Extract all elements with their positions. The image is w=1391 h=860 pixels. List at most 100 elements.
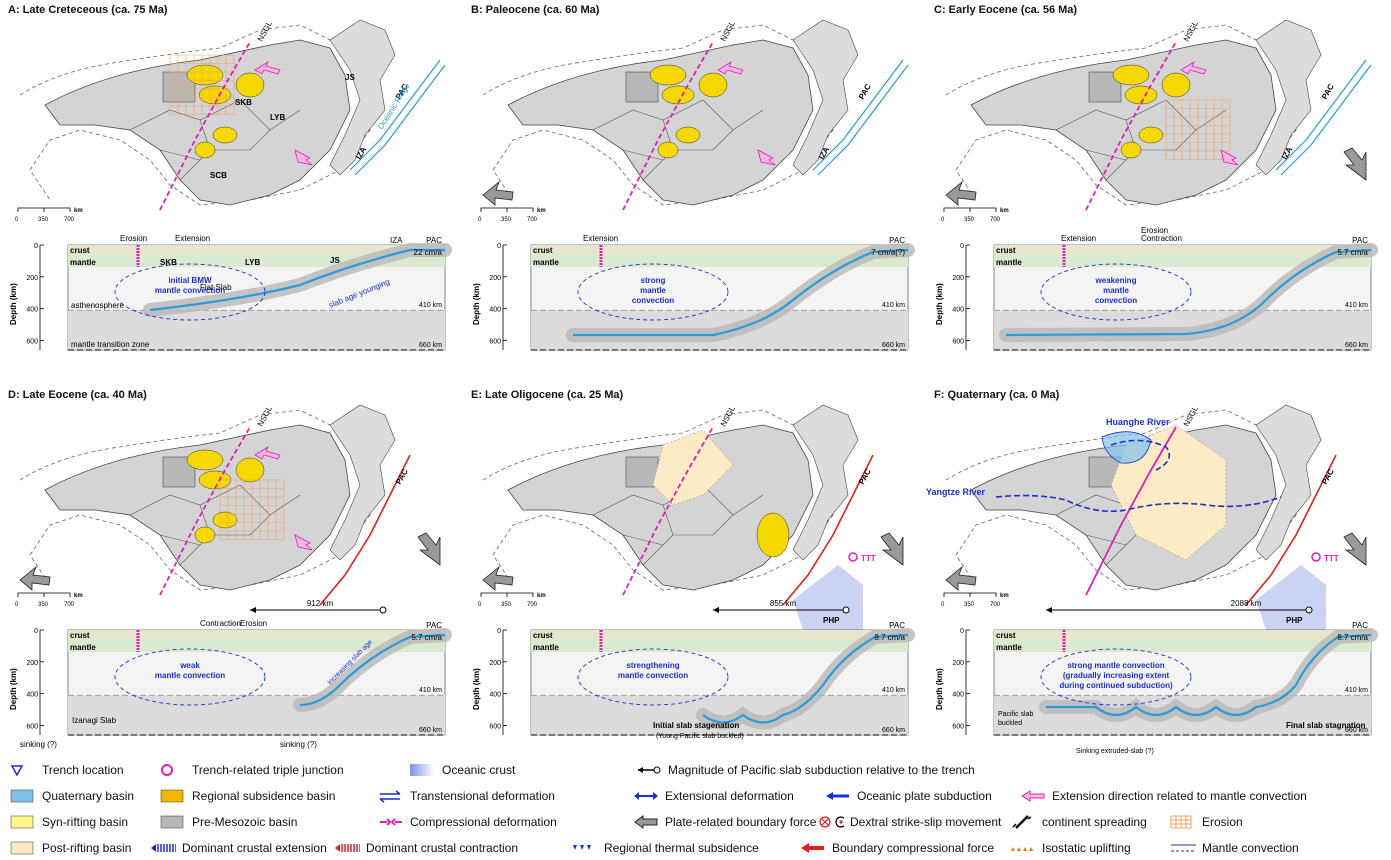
mantle-convection [114,263,266,321]
mantle-label: mantle [70,258,96,267]
post-rifting-basin [652,429,734,506]
regional-subsidence-basin [235,457,265,483]
regional-subsidence-basin [1124,85,1158,105]
depth-tick-label: 200 [26,660,38,667]
legend-compdef: Compressional deformation [378,814,557,830]
pre-mesozoic-basin [625,456,659,488]
js-label: JS [345,73,355,82]
legend-plateforce: Plate-related boundary force [633,814,816,830]
regional-subsidence-basin [212,126,238,144]
pac-section-label: PAC [426,621,442,630]
top-label: Erosion [120,234,147,243]
legend-plateforce-label: Plate-related boundary force [665,815,817,829]
regional-subsidence-basin [675,126,701,144]
scale-tick: 700 [64,217,75,223]
legend-triple-label: Trench-related triple junction [192,763,344,777]
regional-subsidence-basin [698,72,728,98]
slab-top [702,633,909,724]
legend-domext: Dominant crustal extension [150,840,327,856]
legend-premeso: Pre-Mesozoic basin [160,814,297,830]
regional-subsidence-basin [212,511,238,529]
scale-unit: km [537,208,546,214]
scale-tick: 350 [38,217,49,223]
legend-magnitude: Magnitude of Pacific slab subduction rel… [636,762,975,778]
nsgl-label: NSGL [719,404,737,428]
legend-transt-label: Transtensional deformation [410,789,555,803]
depth-tick-label: 600 [489,723,501,730]
scale-tick: 700 [527,217,538,223]
legend-ocsub: Oceanic plate subduction [825,788,992,804]
transition-zone [68,695,445,735]
regional-subsidence-basin [186,449,224,471]
extension-direction-arrow [254,60,281,75]
panel-title: E: Late Oligocene (ca. 25 Ma) [471,389,624,401]
crust-label: crust [533,246,553,255]
mantle-label: mantle [996,258,1022,267]
crust-label: crust [70,246,90,255]
regional-subsidence-basin [661,85,695,105]
nsgl-label: NSGL [1182,19,1200,43]
convection-label: strong mantle convection [1067,661,1164,670]
island-arc [1255,404,1322,561]
scale-tick: 0 [941,217,945,223]
extension-direction-arrow [1180,60,1207,75]
triple-junction [848,552,858,562]
panel-title: B: Paleocene (ca. 60 Ma) [471,4,600,16]
depth-tick-label: 600 [26,723,38,730]
continent [44,39,351,206]
legend-extdir-label: Extension direction related to mantle co… [1052,789,1307,803]
legend-bcf: Boundary compressional force [800,840,994,856]
d410-label: 410 km [419,687,442,694]
legend-domext-label: Dominant crustal extension [182,841,327,855]
depth-axis-label: Depth (km) [9,668,18,710]
depth-axis-label: Depth (km) [935,283,944,325]
depth-tick-label: 0 [34,243,38,250]
depth-tick-label: 200 [952,660,964,667]
crust-layer [531,630,908,640]
trench-line [319,454,411,606]
legend-postrift: Post-rifting basin [10,840,131,856]
nsgl-line [1085,426,1177,596]
scale-tick: 350 [38,602,49,608]
legend-synrift-label: Syn-rifting basin [42,815,129,829]
pac-section-label: PAC [889,236,905,245]
convection-label: weakening [1095,276,1137,285]
island-arc [792,404,859,561]
rate-label: 8.7 cm/a [1337,633,1368,642]
php-plate [793,565,863,645]
extension-direction-arrow [717,60,744,75]
depth-axis-label: Depth (km) [472,283,481,325]
regional-subsidence-basin [194,141,216,159]
legend-spread: continent spreading [1010,814,1147,830]
coastline [19,24,381,206]
crust-layer [531,245,908,255]
panel-title: C: Early Eocene (ca. 56 Ma) [934,4,1078,16]
depth-axis-label: Depth (km) [472,668,481,710]
depth-tick-label: 400 [26,692,38,699]
skb-label: SKB [235,98,252,107]
depth-tick-label: 200 [26,275,38,282]
ttt-label: TTT [861,554,876,563]
regional-subsidence-basin [657,141,679,159]
legend-spread-label: continent spreading [1042,815,1147,829]
convection-label: mantle convection [618,671,688,680]
mantle-lithosphere [531,640,908,652]
legend-oceanic: Oceanic crust [410,762,515,778]
slab-top [1005,248,1372,337]
top-label: Erosion [240,619,267,628]
mantle-lithosphere [68,640,445,652]
legend-erosion-label: Erosion [1202,815,1243,829]
coastline [482,24,844,206]
pac-section-label: PAC [426,236,442,245]
slab-top [299,633,446,707]
crust-label: crust [996,246,1016,255]
